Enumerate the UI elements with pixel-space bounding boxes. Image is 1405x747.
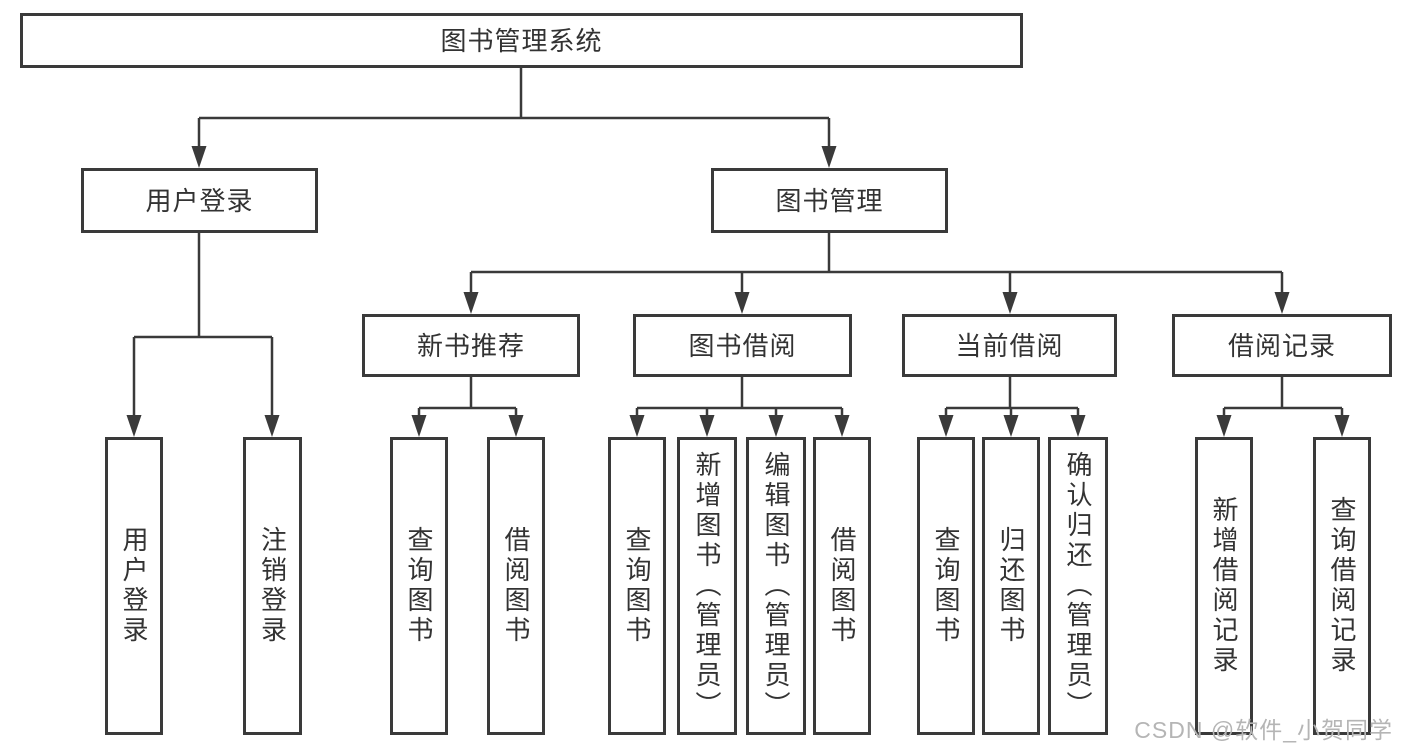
- node-label: 当前借阅: [955, 330, 1064, 361]
- node-borrowing-records: 借阅记录: [1172, 314, 1392, 377]
- node-label: 编辑图书（管理员）: [761, 451, 791, 721]
- node-leaf-query-books: 查询图书: [390, 437, 448, 735]
- node-label: 新增图书（管理员）: [692, 451, 722, 721]
- node-label: 图书管理系统: [440, 25, 603, 56]
- node-label: 查询图书: [931, 526, 961, 646]
- node-leaf-query-books: 查询图书: [608, 437, 666, 735]
- node-label: 查询借阅记录: [1327, 496, 1357, 676]
- node-current-borrowing: 当前借阅: [902, 314, 1117, 377]
- node-label: 图书管理: [775, 185, 884, 216]
- node-new-book-recommendation: 新书推荐: [362, 314, 580, 377]
- node-book-borrowing: 图书借阅: [633, 314, 852, 377]
- node-label: 借阅图书: [501, 526, 531, 646]
- node-label: 注销登录: [257, 526, 288, 646]
- node-book-management: 图书管理: [711, 168, 948, 233]
- node-label: 用户登录: [119, 526, 149, 646]
- node-leaf-query-borrow-record: 查询借阅记录: [1313, 437, 1371, 735]
- node-label: 新书推荐: [416, 330, 525, 361]
- node-leaf-edit-books-admin: 编辑图书（管理员）: [746, 437, 806, 735]
- node-label: 图书借阅: [688, 330, 797, 361]
- node-leaf-logout: 注销登录: [243, 437, 302, 735]
- node-label: 归还图书: [996, 526, 1026, 646]
- node-user-login: 用户登录: [81, 168, 318, 233]
- arrowhead-icons: [126, 146, 1350, 437]
- node-leaf-add-borrow-record: 新增借阅记录: [1195, 437, 1253, 735]
- node-leaf-return-books: 归还图书: [982, 437, 1040, 735]
- node-label: 用户登录: [145, 185, 254, 216]
- node-library-management-system: 图书管理系统: [20, 13, 1023, 68]
- node-leaf-user-login: 用户登录: [105, 437, 163, 735]
- node-label: 查询图书: [404, 526, 434, 646]
- csdn-watermark: CSDN @软件_小贺同学: [1134, 717, 1393, 743]
- node-label: 借阅图书: [827, 526, 857, 646]
- node-label: 新增借阅记录: [1209, 496, 1239, 676]
- node-label: 借阅记录: [1227, 330, 1336, 361]
- node-leaf-borrow-books: 借阅图书: [813, 437, 871, 735]
- node-leaf-confirm-return-admin: 确认归还（管理员）: [1048, 437, 1108, 735]
- node-leaf-borrow-books: 借阅图书: [487, 437, 545, 735]
- node-leaf-add-books-admin: 新增图书（管理员）: [677, 437, 737, 735]
- node-label: 查询图书: [622, 526, 652, 646]
- node-label: 确认归还（管理员）: [1063, 451, 1093, 721]
- node-leaf-query-books: 查询图书: [917, 437, 975, 735]
